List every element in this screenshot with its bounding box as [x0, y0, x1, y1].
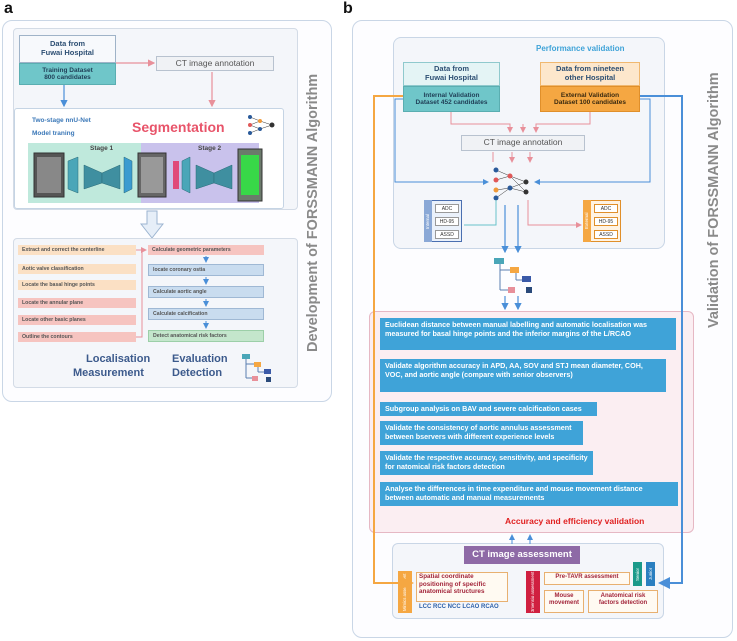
step-basic-planes: Locate other basic planes: [18, 315, 136, 325]
stage1-label: Stage 1: [90, 145, 114, 152]
external-sub2: Dataset 100 candidates: [554, 99, 626, 106]
junior-strip: [646, 562, 655, 586]
fuwai-line2: Fuwai Hospital: [41, 48, 94, 57]
step-annular-plane: Locate the annular plane: [18, 298, 136, 308]
internal-metric-hd95: HD-95: [435, 217, 459, 226]
step-risk-factors: Detect anatomical risk factors: [148, 330, 264, 342]
threemensio-strip: [526, 571, 540, 613]
step-coronary-ostia: locate coronary ostia: [148, 264, 264, 276]
spatial-line1: Spatial coordinate: [419, 573, 474, 580]
fuwai-line1: Data from: [49, 39, 85, 49]
step-hinge-points: Locate the basal hinge points: [18, 280, 136, 290]
internal-dataset-box: Internal Validation Dataset 452 candidat…: [403, 86, 500, 112]
model-line1: Two-stage nnU-Net: [32, 117, 91, 124]
stage2-label: Stage 2: [198, 145, 222, 152]
internal-data-box: Data from Fuwai Hospital: [403, 62, 500, 86]
external-line1: Data from nineteen: [556, 64, 624, 74]
step-aortic-angle: Calculate aortic angle: [148, 286, 264, 298]
pre-tavr-box: Pre-TAVR assessment: [544, 572, 630, 585]
step-geometric-parameters: Calculate geometric parameters: [148, 245, 264, 255]
internal-sub1: Internal Validation: [423, 91, 480, 99]
spatial-line3: anatomical structures: [419, 588, 485, 596]
internal-sub2: Dataset 452 candidates: [415, 99, 488, 106]
senior-strip: [633, 562, 642, 586]
mouse-line1: Mouse: [554, 593, 574, 599]
neural-network-icon-b: [493, 167, 529, 201]
spatial-text: Spatial coordinate positioning of specif…: [419, 573, 486, 596]
training-line1: Training Dataset: [42, 66, 93, 74]
external-line2: other Hospital: [564, 73, 616, 82]
segmentation-title: Segmentation: [132, 119, 225, 135]
internal-line2: Fuwai Hospital: [425, 73, 478, 82]
panel-b-letter: b: [343, 0, 353, 17]
mouse-movement-box: Mouse movement: [544, 590, 584, 613]
localisation-label: Localisation: [86, 353, 151, 365]
measurement-label: Measurement: [73, 367, 144, 379]
evaluation-label: Evaluation: [172, 353, 228, 365]
external-metric-hd95: HD-95: [594, 217, 618, 226]
external-metric-adc: ADC: [594, 204, 618, 213]
mouse-line2: movement: [548, 600, 579, 607]
internal-line1: Data from: [433, 64, 469, 74]
structures-label: LCC RCC NCC LCAO RCAO: [419, 604, 499, 610]
external-dataset-box: External Validation Dataset 100 candidat…: [540, 86, 640, 112]
ct-assessment-title: CT image assessment: [464, 546, 580, 564]
external-metric-assd: ASSD: [594, 230, 618, 239]
validation-item-3: Subgroup analysis on BAV and severe calc…: [380, 402, 597, 416]
model-line2: Model traning: [32, 130, 75, 137]
risk-line2: factors detection: [598, 600, 648, 607]
internal-metric-assd: ASSD: [435, 230, 459, 239]
validation-item-1: Euclidean distance between manual labell…: [380, 318, 676, 350]
detection-label: Detection: [172, 367, 223, 379]
tree-structure-icon-b: [494, 258, 532, 293]
ct-annotation-box-a: CT image annotation: [156, 56, 274, 71]
unet-diagram: [33, 148, 263, 202]
external-sub1: External Validation: [560, 91, 620, 99]
external-side-strip: [583, 200, 591, 242]
validation-item-6: Analyse the differences in time expendit…: [380, 482, 678, 506]
hollow-down-arrow: [140, 210, 164, 239]
performance-title: Performance validation: [536, 44, 625, 53]
validation-item-2: Validate algorithm accuracy in APD, AA, …: [380, 359, 666, 392]
ct-annotation-box-b: CT image annotation: [461, 135, 585, 151]
validation-item-4: Validate the consistency of aortic annul…: [380, 421, 583, 445]
risk-line1: Anatomical risk: [600, 593, 646, 599]
step-centerline: Extract and correct the centerline: [18, 245, 136, 255]
risk-detection-box: Anatomical risk factors detection: [588, 590, 658, 613]
step-calcification: Calculate calcification: [148, 308, 264, 320]
validation-item-5: Validate the respective accuracy, sensit…: [380, 451, 593, 475]
training-dataset-box: Training Dataset 800 candidates: [19, 63, 116, 85]
tree-structure-icon: [242, 354, 271, 382]
accuracy-title: Accuracy and efficiency validation: [505, 516, 645, 526]
training-line2: 800 candidates: [44, 74, 91, 81]
spatial-coordinate-box: [416, 572, 508, 602]
panel-a-letter: a: [4, 0, 13, 17]
external-data-box: Data from nineteen other Hospital: [540, 62, 640, 86]
step-contours: Outline the contours: [18, 332, 136, 342]
neural-network-icon: [248, 115, 275, 135]
internal-side-strip: [424, 200, 432, 242]
spatial-line2: positioning of specific: [419, 580, 486, 588]
internal-metric-adc: ADC: [435, 204, 459, 213]
fuwai-data-box: Data from Fuwai Hospital: [19, 35, 116, 63]
step-valve-classification: Aotic valve classification: [18, 264, 136, 274]
